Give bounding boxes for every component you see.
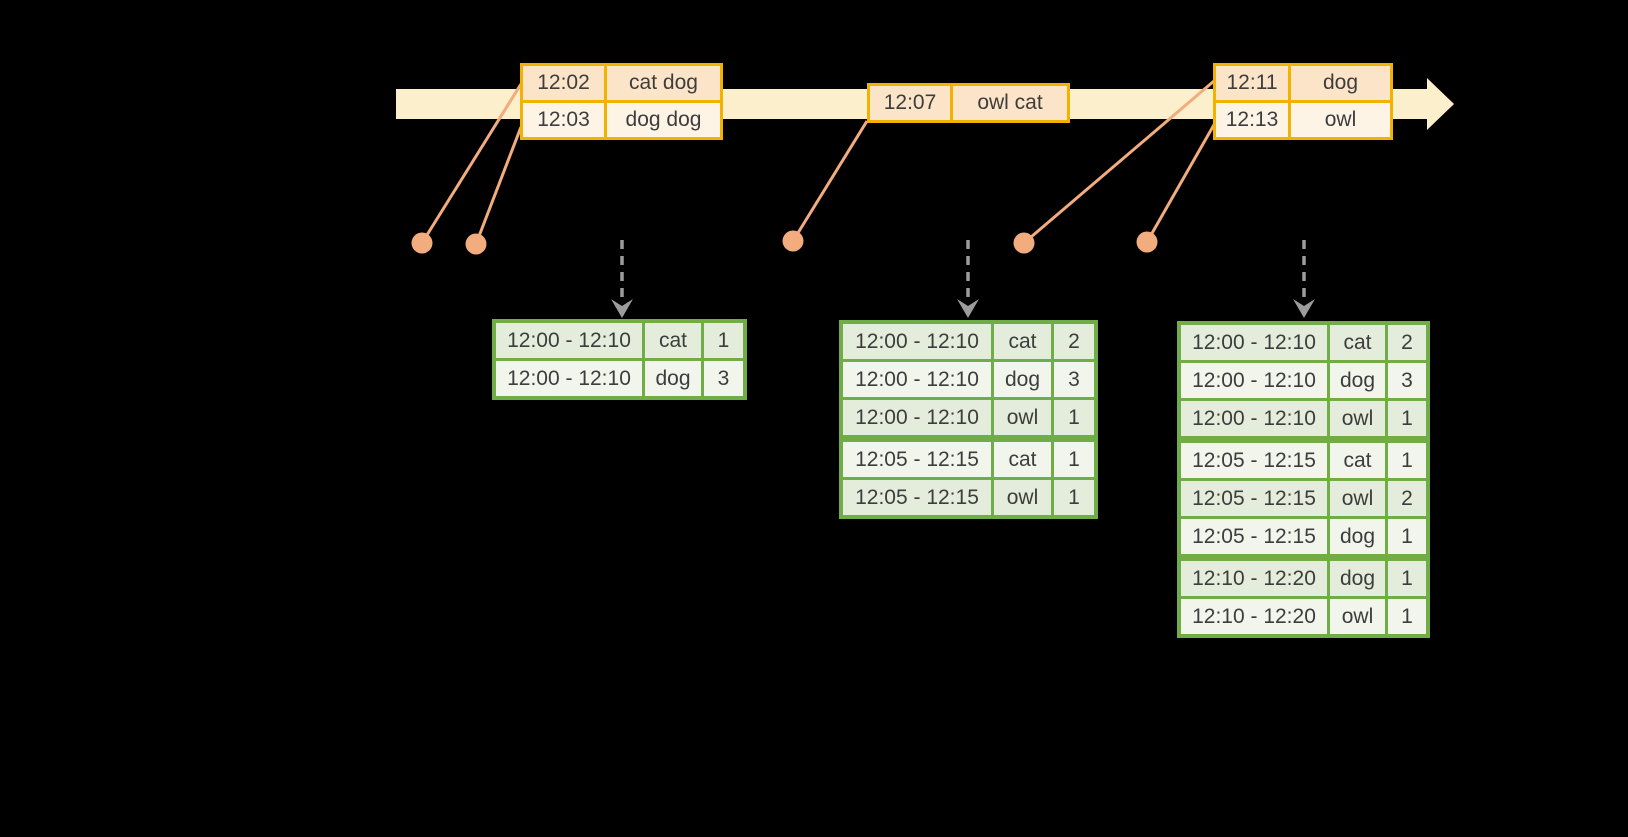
result-table-2-count-cell: 1 xyxy=(1051,442,1094,477)
event-table-2-words-cell: owl cat xyxy=(950,86,1067,120)
event-table-1-time-cell: 12:02 xyxy=(523,66,604,100)
result-table-2-window-cell: 12:00 - 12:10 xyxy=(843,400,991,435)
result-table-3-word-cell: owl xyxy=(1327,481,1385,516)
result-table-2-window-cell: 12:00 - 12:10 xyxy=(843,362,991,397)
event-table-3-time-cell: 12:13 xyxy=(1216,103,1288,137)
result-table-3-word-cell: dog xyxy=(1327,561,1385,596)
result-table-3-window-cell: 12:05 - 12:15 xyxy=(1181,481,1327,516)
result-table-2-word-cell: dog xyxy=(991,362,1051,397)
event-table-3-time-cell: 12:11 xyxy=(1216,66,1288,100)
event-connector-line-1 xyxy=(420,83,523,244)
result-table-3-window-cell: 12:10 - 12:20 xyxy=(1181,599,1327,634)
trigger-arrowhead-icon xyxy=(1293,299,1315,318)
result-table-3-count-cell: 1 xyxy=(1385,561,1426,596)
event-table-3-words-cell: owl xyxy=(1288,103,1390,137)
result-table-3-window-cell: 12:00 - 12:10 xyxy=(1181,325,1327,360)
event-table-1-words-cell: dog dog xyxy=(604,103,720,137)
result-table-3-count-cell: 2 xyxy=(1385,481,1426,516)
result-table-2-word-cell: owl xyxy=(991,480,1051,515)
trigger-arrow-2 xyxy=(957,240,979,318)
result-table-3-window-cell: 12:00 - 12:10 xyxy=(1181,363,1327,398)
result-table-1-count-cell: 3 xyxy=(701,361,743,396)
trigger-arrow-3 xyxy=(1293,240,1315,318)
result-table-3-word-cell: dog xyxy=(1327,519,1385,554)
event-table-1-time-cell: 12:03 xyxy=(523,103,604,137)
result-table-3-word-cell: owl xyxy=(1327,401,1385,436)
result-table-3-window-cell: 12:00 - 12:10 xyxy=(1181,401,1327,436)
result-table-2-window-cell: 12:05 - 12:15 xyxy=(843,442,991,477)
result-table-1-window-cell: 12:00 - 12:10 xyxy=(496,361,642,396)
event-dot-icon-1 xyxy=(411,232,433,254)
event-table-3-words-cell: dog xyxy=(1288,66,1390,100)
event-dot-icon-2 xyxy=(465,233,487,255)
result-table-2-word-cell: cat xyxy=(991,324,1051,359)
event-dot-icon-5 xyxy=(1136,231,1158,253)
event-dot-icon-4 xyxy=(1013,232,1035,254)
result-table-3-word-cell: cat xyxy=(1327,325,1385,360)
result-table-2-word-cell: cat xyxy=(991,442,1051,477)
result-table-3-window-cell: 12:10 - 12:20 xyxy=(1181,561,1327,596)
result-table-2-word-cell: owl xyxy=(991,400,1051,435)
result-table-1-count-cell: 1 xyxy=(701,323,743,358)
result-table-3-word-cell: dog xyxy=(1327,363,1385,398)
result-table-3-count-cell: 1 xyxy=(1385,599,1426,634)
result-table-3-word-cell: owl xyxy=(1327,599,1385,634)
result-table-3-count-cell: 3 xyxy=(1385,363,1426,398)
result-table-2-window-cell: 12:05 - 12:15 xyxy=(843,480,991,515)
event-connector-line-3 xyxy=(791,120,869,242)
trigger-arrowhead-icon xyxy=(957,299,979,318)
event-dot-icon-3 xyxy=(782,230,804,252)
result-table-1-word-cell: cat xyxy=(642,323,701,358)
event-table-1-words-cell: cat dog xyxy=(604,66,720,100)
event-connector-line-2 xyxy=(474,126,523,245)
event-connector-line-5 xyxy=(1145,122,1217,243)
result-table-1-window-cell: 12:00 - 12:10 xyxy=(496,323,642,358)
timeline-arrowhead-icon xyxy=(1427,78,1454,130)
event-connector-line-4 xyxy=(1023,79,1215,245)
trigger-arrowhead-icon xyxy=(611,299,633,318)
result-table-3-count-cell: 1 xyxy=(1385,519,1426,554)
result-table-3-count-cell: 2 xyxy=(1385,325,1426,360)
result-table-3-window-cell: 12:05 - 12:15 xyxy=(1181,519,1327,554)
result-table-2-count-cell: 3 xyxy=(1051,362,1094,397)
result-table-3-count-cell: 1 xyxy=(1385,443,1426,478)
result-table-3-window-cell: 12:05 - 12:15 xyxy=(1181,443,1327,478)
result-table-3-word-cell: cat xyxy=(1327,443,1385,478)
event-table-2-time-cell: 12:07 xyxy=(870,86,950,120)
trigger-arrow-1 xyxy=(611,240,633,318)
result-table-2-count-cell: 2 xyxy=(1051,324,1094,359)
result-table-2-window-cell: 12:00 - 12:10 xyxy=(843,324,991,359)
result-table-3-count-cell: 1 xyxy=(1385,401,1426,436)
result-table-2-count-cell: 1 xyxy=(1051,480,1094,515)
result-table-1-word-cell: dog xyxy=(642,361,701,396)
result-table-2-count-cell: 1 xyxy=(1051,400,1094,435)
